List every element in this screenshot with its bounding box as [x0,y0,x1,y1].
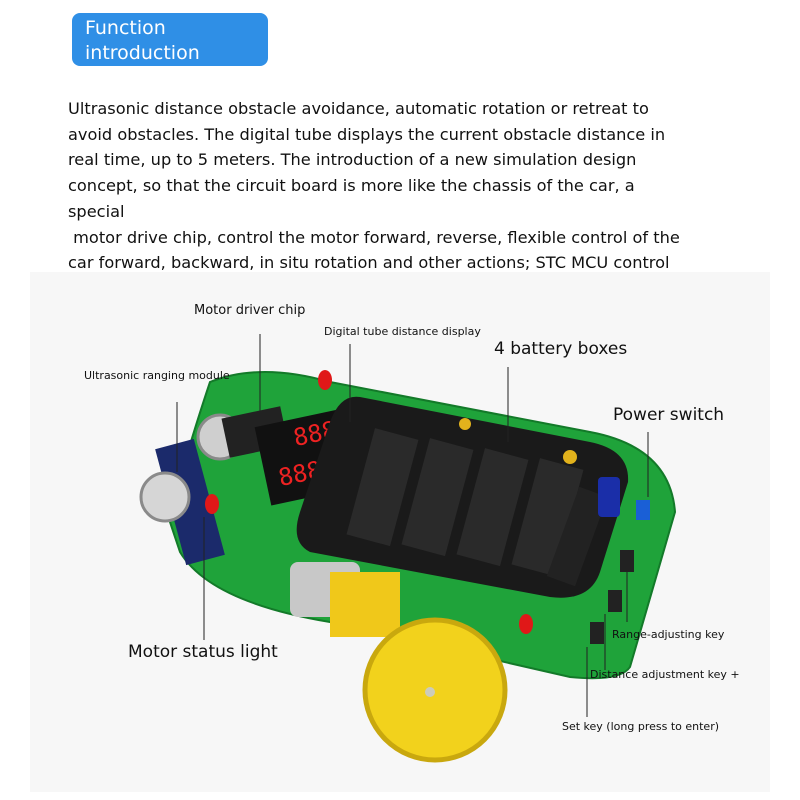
label-motor-driver-chip: Motor driver chip [194,303,306,318]
label-set-key: Set key (long press to enter) [562,720,720,733]
section-title-line1: Function [85,17,166,39]
battery-contact-1 [459,418,471,430]
battery-slot-2 [401,438,474,557]
battery-slot-4 [511,458,584,577]
battery-slot-1 [346,428,419,547]
mcu-chip [546,486,608,587]
led-bottom [519,614,533,634]
led-top [318,370,332,390]
range-key [620,550,634,572]
wheel [362,617,508,763]
description-text: Ultrasonic distance obstacle avoidance, … [68,99,680,298]
battery-contact-2 [563,450,577,464]
label-battery: 4 battery boxes [494,339,628,359]
label-motor-status: Motor status light [128,642,278,662]
ultrasonic-sensor-bottom [139,471,191,523]
label-digital-tube: Digital tube distance display [324,325,481,338]
label-ultrasonic: Ultrasonic ranging module [84,369,230,382]
label-range-key: Range-adjusting key [612,628,725,641]
capacitor [598,477,620,517]
battery-slot-3 [456,448,529,567]
set-key [590,622,604,644]
gearbox [330,572,400,637]
led-left [205,494,219,514]
section-title-line2: introduction [85,42,200,64]
section-title-badge: Function introduction [72,13,268,66]
label-distance-key: Distance adjustment key + [590,668,740,681]
label-power-switch: Power switch [613,405,725,425]
power-switch [636,500,650,520]
distance-key [608,590,622,612]
wheel-hub [425,687,435,697]
product-photo: 888 888 [30,272,770,792]
